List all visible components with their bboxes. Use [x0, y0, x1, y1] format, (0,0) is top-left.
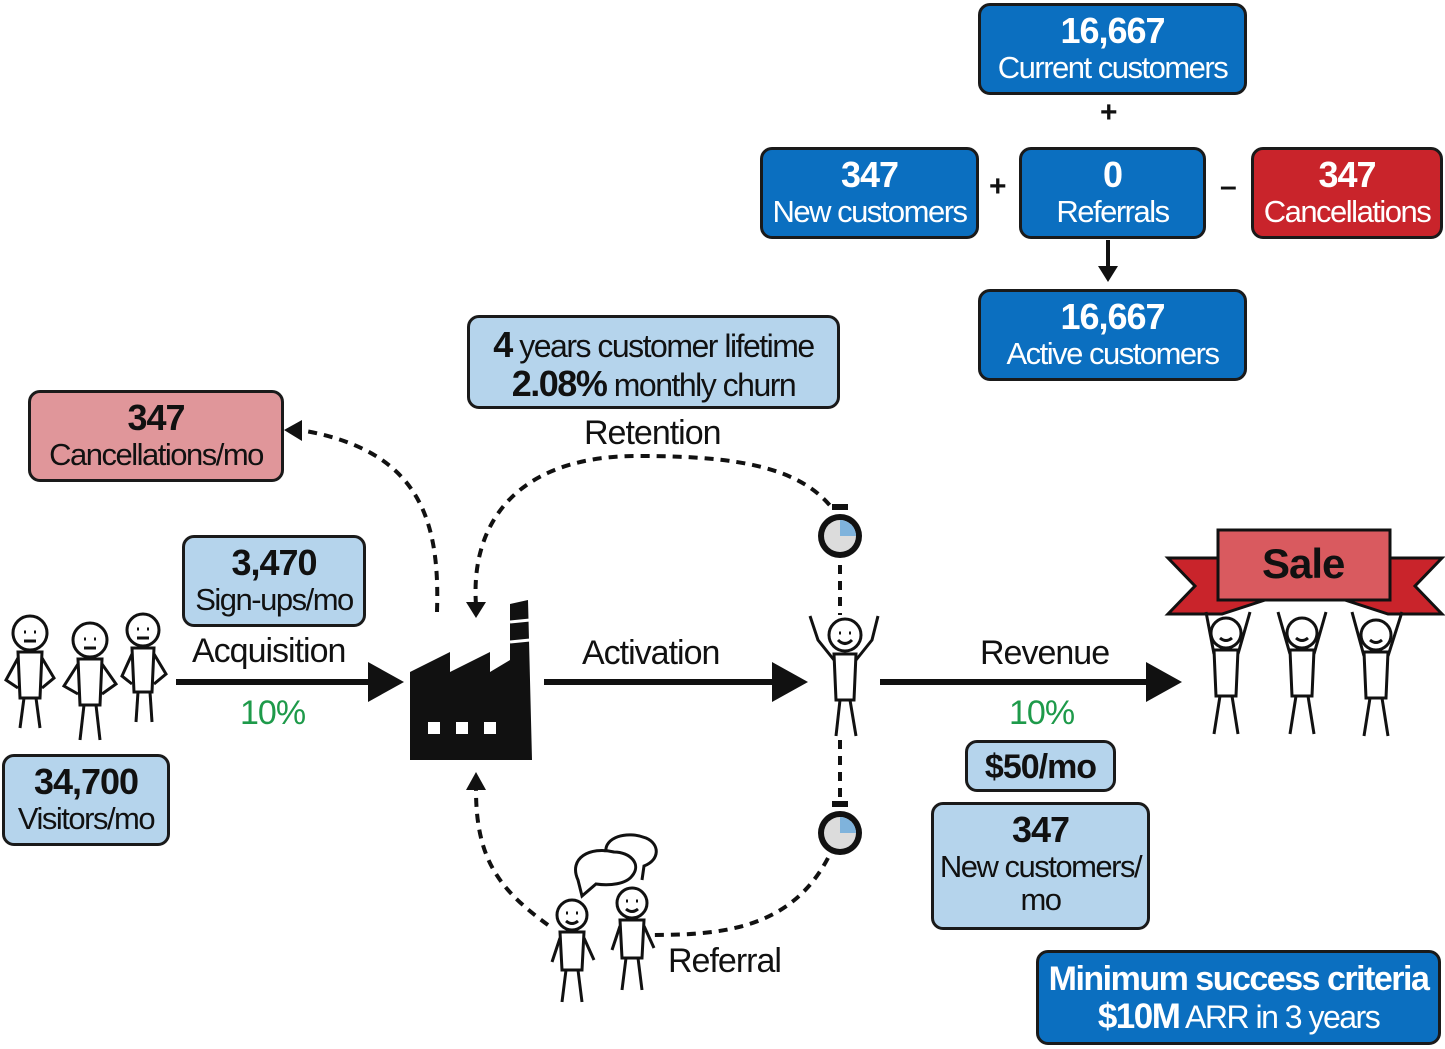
retention-dashed-loop [473, 453, 834, 606]
referrals-label: Referrals [1056, 193, 1170, 229]
cancellations-value: 347 [1318, 154, 1376, 195]
revenue-label: Revenue [980, 634, 1110, 672]
cancellations-box: 347 Cancellations [1251, 147, 1443, 239]
signups-label: Sign-ups/mo [195, 581, 354, 617]
new-customers-per-month-box: 347 New customers/ mo [931, 802, 1150, 930]
minus-operator: – [1220, 170, 1237, 203]
activation-label: Activation [582, 634, 720, 672]
cheering-person-icon [808, 615, 880, 737]
visitors-people-icon [4, 612, 168, 741]
cancellations-label: Cancellations [1263, 193, 1432, 229]
current-customers-label: Current customers [997, 49, 1229, 85]
equation-down-arrow [1098, 240, 1118, 282]
referral-dashed-loop [474, 789, 830, 937]
success-arr-value: $10M [1097, 996, 1181, 1036]
factory-icon [410, 600, 532, 760]
revenue-rate: 10% [1009, 694, 1075, 732]
active-customers-value: 16,667 [1060, 296, 1165, 337]
active-customers-box: 16,667 Active customers [978, 289, 1247, 381]
new-customers-mo-value: 347 [1011, 809, 1070, 850]
current-customers-value: 16,667 [1060, 10, 1165, 51]
customer-lifetime-box: 4 years customer lifetime 2.08% monthly … [467, 315, 840, 409]
timer-icon [818, 801, 862, 855]
activation-arrow [544, 662, 808, 702]
lifetime-years-value: 4 [493, 324, 513, 365]
chatting-people-icon [550, 833, 658, 1003]
acquisition-arrow [176, 662, 404, 702]
signups-box: 3,470 Sign-ups/mo [182, 535, 366, 627]
cancellations-mo-label: Cancellations/mo [49, 436, 264, 472]
price-box: $50/mo [965, 740, 1116, 792]
new-customers-box: 347 New customers [760, 147, 979, 239]
referrals-value: 0 [1102, 154, 1123, 195]
churn-value: 2.08% [511, 362, 608, 404]
retention-label: Retention [584, 414, 722, 452]
success-title: Minimum success criteria [1048, 960, 1430, 998]
success-arr-text: ARR in 3 years [1185, 998, 1381, 1035]
plus-operator: + [1100, 96, 1118, 129]
plus-operator: + [989, 170, 1007, 203]
cancellation-dashed-arrow [299, 428, 440, 613]
price-value: $50/mo [984, 748, 1097, 786]
new-customers-mo-line1: New customers/ [939, 848, 1143, 884]
signups-value: 3,470 [231, 542, 317, 583]
current-customers-box: 16,667 Current customers [978, 3, 1247, 95]
referral-label: Referral [668, 942, 782, 980]
cancellations-mo-value: 347 [127, 397, 185, 438]
visitors-value: 34,700 [33, 761, 139, 802]
cancellations-per-month-box: 347 Cancellations/mo [28, 390, 284, 482]
new-customers-label: New customers [772, 193, 968, 229]
timer-icon [818, 504, 862, 558]
sale-banner-icon [1164, 528, 1445, 737]
acquisition-label: Acquisition [192, 632, 346, 670]
visitors-label: Visitors/mo [17, 800, 156, 836]
sale-banner-label: Sale [1262, 540, 1345, 587]
new-customers-value: 347 [840, 154, 899, 195]
success-criteria-box: Minimum success criteria $10M ARR in 3 y… [1036, 950, 1441, 1045]
lifetime-years-text: years customer lifetime [519, 328, 815, 364]
referrals-box: 0 Referrals [1019, 147, 1206, 239]
revenue-arrow [880, 662, 1182, 702]
visitors-box: 34,700 Visitors/mo [2, 754, 170, 846]
active-customers-label: Active customers [1006, 335, 1220, 371]
new-customers-mo-line2: mo [1020, 882, 1062, 918]
churn-text: monthly churn [613, 366, 797, 403]
acquisition-rate: 10% [240, 694, 306, 732]
